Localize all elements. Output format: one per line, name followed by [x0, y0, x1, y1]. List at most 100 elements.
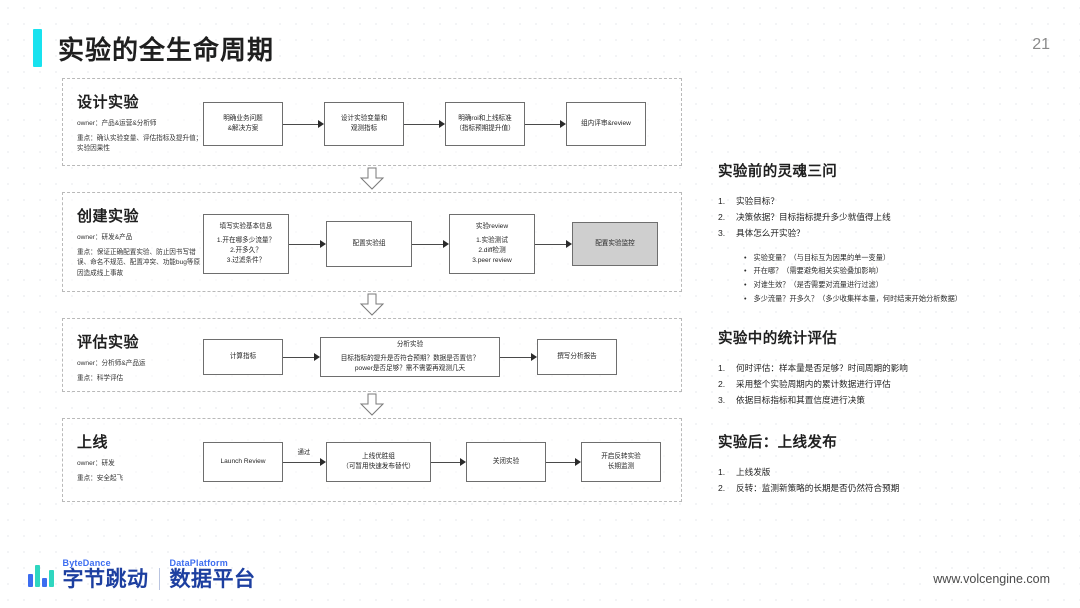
- bullet-icon: •: [744, 293, 747, 303]
- flow-node-sublabel: 1.开在哪多少流量？ 2.开多久？ 3.过滤条件？: [216, 237, 276, 264]
- logo-bars-icon: [28, 561, 54, 587]
- flow-node[interactable]: 关闭实验: [466, 442, 546, 482]
- flow-node-label: Launch Review: [220, 458, 266, 466]
- flow-node-label: 关闭实验: [492, 458, 520, 466]
- flow-node-sublabel: 1.实验测试 2.diff检测 3.peer review: [472, 237, 512, 264]
- page-number: 21: [1032, 36, 1050, 53]
- logo-bytedance-cn: 字节跳动: [62, 568, 149, 591]
- list-item-index: 2.: [718, 482, 726, 493]
- stage-focus: 重点：保证正确配置实验、防止因书写错误、命名不规范、配置冲突、功能bug等原因造…: [77, 249, 201, 277]
- sublist-item-text: 实验变量？（与目标互为因果的单一变量）: [753, 252, 891, 262]
- list-item: 1. 上线发版: [718, 465, 1058, 481]
- flow-node-label: 配置实验监控: [595, 240, 635, 248]
- right-panel-title: 实验后：上线发布: [718, 435, 838, 452]
- flow-node-label: 明确业务问题 &解决方案: [223, 115, 263, 132]
- flow-node-sublabel: 目标指标的提升是否符合预期？数据是否置信？ power是否足够？需不需要再观测几…: [340, 355, 480, 372]
- flow-node[interactable]: 明确业务问题 &解决方案: [203, 102, 283, 146]
- sublist-item: •多少流量？开多久？（多少收集样本量，何时结束开始分析数据）: [744, 292, 1058, 306]
- list-item-index: 3.: [718, 395, 726, 406]
- stage-owner: owner：产品&运营&分析师: [77, 120, 157, 127]
- stage-name: 设计实验: [77, 94, 140, 111]
- bullet-icon: •: [744, 266, 747, 276]
- flow-node[interactable]: 上线优胜组 （可暂用快速发布替代）: [326, 442, 431, 482]
- logo-bytedance: ByteDance 字节跳动: [63, 558, 149, 590]
- list-item-text: 何时评估：样本量是否足够？时间周期的影响: [736, 363, 908, 374]
- logo-dataplatform-en: DataPlatform: [169, 558, 228, 568]
- bullet-icon: •: [744, 280, 747, 290]
- flow-node-label: 设计实验变量和 观测指标: [340, 115, 388, 132]
- flow-connector: [525, 120, 566, 129]
- list-item-index: 3.: [718, 227, 726, 238]
- sublist-item: • 对谁生效？（是否需要对流量进行过滤）: [744, 278, 1058, 292]
- flow-node[interactable]: Launch Review: [203, 442, 283, 482]
- sublist-item-text: 对谁生效？（是否需要对流量进行过滤）: [753, 280, 883, 290]
- flow-node-label: 计算指标: [229, 353, 257, 361]
- stage-owner: owner：研发: [77, 460, 115, 467]
- stage-name: 上线: [77, 434, 109, 451]
- stage-focus: 重点：安全起飞: [77, 475, 124, 483]
- sublist-item: •实验变量？（与目标互为因果的单一变量）: [744, 251, 1058, 265]
- flow-node[interactable]: 配置实验监控: [572, 222, 658, 266]
- flow-node[interactable]: 计算指标: [203, 339, 283, 375]
- list-item-text: 上线发版: [736, 467, 771, 478]
- flow-node[interactable]: 设计实验变量和 观测指标: [324, 102, 404, 146]
- stage-meta: 上线 owner：研发重点：安全起飞: [77, 429, 203, 489]
- stage-name: 评估实验: [77, 334, 140, 351]
- flow-node[interactable]: 撰写分析报告: [537, 339, 617, 375]
- flow-connector: [546, 458, 581, 467]
- right-panel-list: 1. 上线发版 2. 反转：监测新策略的长期是否仍然符合预期: [718, 465, 1058, 497]
- flow-node-label: 填写实验基本信息: [219, 223, 273, 231]
- flow-node[interactable]: 开启反转实验 长期监测: [581, 442, 661, 482]
- flow-node-label: 开启反转实验 长期监测: [601, 453, 641, 470]
- flow-connector: [412, 240, 449, 249]
- logo-bytedance-en: ByteDance: [62, 558, 111, 568]
- list-item: 2. 反转：监测新策略的长期是否仍然符合预期: [718, 481, 1058, 497]
- flow-node-label: 实验review: [475, 223, 509, 231]
- logo-dataplatform: DataPlatform 数据平台: [170, 558, 256, 590]
- flow-connector: [404, 120, 445, 129]
- logo-dataplatform-cn: 数据平台: [169, 568, 256, 591]
- flow-connector: [500, 353, 537, 362]
- list-item-index: 2.: [718, 211, 726, 222]
- flow-node[interactable]: 分析实验目标指标的提升是否符合预期？数据是否置信？ power是否足够？需不需要…: [320, 337, 500, 377]
- list-item-index: 2.: [718, 379, 726, 390]
- list-item-index: 1.: [718, 467, 726, 478]
- accent-bar: [33, 29, 42, 67]
- stage-owner: owner：研发&产品: [77, 234, 133, 241]
- flow-node-label: 撰写分析报告: [557, 353, 597, 361]
- flow-node[interactable]: 明确roi和上线标准 （指标预期提升值）: [445, 102, 525, 146]
- flow-stage-4: 上线 owner：研发重点：安全起飞 Launch Review 通过上线优胜组 （可…: [62, 418, 682, 502]
- list-item-index: 1.: [718, 196, 726, 206]
- flow-node[interactable]: 配置实验组: [326, 221, 412, 267]
- right-panel-title: 实验中的统计评估: [718, 331, 838, 348]
- bytedance-dataplatform-logo: ByteDance 字节跳动 DataPlatform 数据平台: [28, 558, 256, 590]
- flow-node[interactable]: 组内评审&review: [566, 102, 646, 146]
- stage-down-arrow-icon: [62, 166, 682, 192]
- sublist-item-text: 开在哪？（需要避免相关实验叠加影响）: [753, 266, 883, 276]
- flow-connector: 通过: [283, 449, 326, 467]
- flow-node-label: 上线优胜组 （可暂用快速发布替代）: [342, 453, 415, 470]
- flow-connector: [431, 458, 466, 467]
- flow-node[interactable]: 实验review 1.实验测试 2.diff检测 3.peer review: [449, 214, 535, 274]
- list-item-text: 反转：监测新策略的长期是否仍然符合预期: [736, 482, 900, 493]
- right-panel-sublist: •实验变量？（与目标互为因果的单一变量）•开在哪？（需要避免相关实验叠加影响）•…: [744, 251, 1058, 306]
- list-item-text: 实验目标？: [736, 196, 779, 206]
- list-item-text: 采用整个实验周期内的累计数据进行评估: [736, 379, 891, 390]
- stage-flow: 计算指标 分析实验目标指标的提升是否符合预期？数据是否置信？ power是否足够？…: [203, 329, 669, 379]
- connector-label: 通过: [297, 448, 311, 456]
- list-item: 2.决策依据？目标指标提升多少就值得上线: [718, 210, 1058, 226]
- logo-divider: [158, 568, 160, 590]
- stage-focus: 重点：科学评估: [77, 375, 124, 383]
- flow-connector: [289, 240, 326, 249]
- page-header: 实验的全生命周期: [33, 29, 274, 67]
- flow-node[interactable]: 填写实验基本信息 1.开在哪多少流量？ 2.开多久？ 3.过滤条件？: [203, 214, 289, 274]
